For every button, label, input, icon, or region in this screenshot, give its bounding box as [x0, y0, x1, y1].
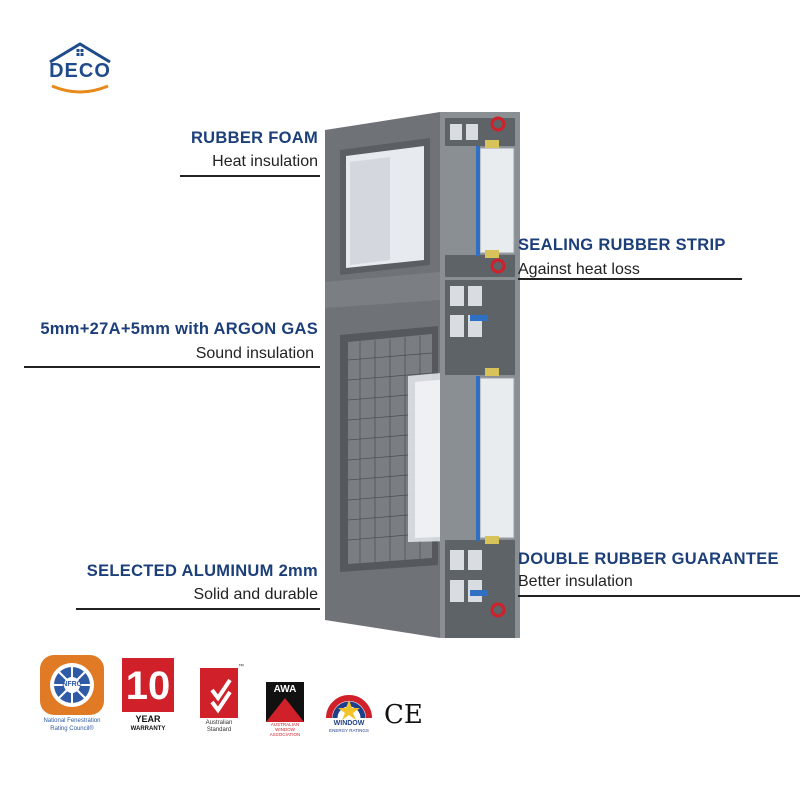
annotation-argon-gas-title: 5mm+27A+5mm with ARGON GAS: [40, 320, 318, 338]
annotation-rubber-foam-title: RUBBER FOAM: [190, 129, 318, 147]
standard-caption: Australian: [205, 720, 233, 726]
house-roof-icon: [49, 42, 111, 94]
annotation-aluminum-title: SELECTED ALUMINUM 2mm: [86, 562, 318, 580]
wers-caption: ENERGY RATINGS: [329, 728, 369, 733]
nfrc-sun-icon: [40, 655, 104, 715]
australian-standard-logo: ™ Certified Product Australian Standard: [195, 664, 244, 738]
awa-caption: AUSTRALIAN: [270, 722, 300, 727]
window-cross-section-illustration: [325, 112, 520, 638]
warranty-number: 10: [125, 664, 171, 708]
ce-mark: CE: [384, 700, 423, 730]
wers-logo: WINDOW ENERGY RATINGS: [326, 686, 372, 738]
annotation-double-rubber-title: DOUBLE RUBBER GUARANTEE: [518, 550, 779, 568]
brand-name: DECO: [49, 60, 111, 82]
annotation-rule: [518, 278, 742, 280]
awa-caption: WINDOW: [275, 727, 295, 732]
standard-tm: ™: [238, 664, 244, 670]
awa-caption: ASSOCIATION: [269, 732, 301, 737]
annotation-rubber-foam-subtitle: Heat insulation: [212, 153, 318, 170]
annotation-double-rubber-subtitle: Better insulation: [518, 573, 633, 590]
annotation-sealing-strip-title: SEALING RUBBER STRIP: [518, 236, 726, 254]
awa-emblem-icon: [266, 682, 304, 722]
annotation-sealing-strip-subtitle: Against heat loss: [518, 261, 640, 278]
annotation-rule: [24, 366, 320, 368]
standard-caption: Standard: [206, 727, 232, 733]
annotation-rule: [518, 595, 800, 597]
warranty-label: WARRANTY: [130, 726, 166, 732]
awa-badge: AWA: [273, 684, 297, 695]
awa-logo: AWA AUSTRALIAN WINDOW ASSOCIATION: [266, 682, 306, 740]
nfrc-caption: Rating Council®: [50, 726, 94, 732]
nfrc-logo: NFRC National Fenestration Rating Counci…: [36, 655, 108, 740]
warranty-red-block: [122, 658, 174, 712]
nfrc-badge-text: NFRC: [62, 681, 82, 688]
annotation-argon-gas-subtitle: Sound insulation: [195, 345, 314, 362]
standard-tick-icon: [200, 668, 238, 718]
wers-star-icon: [326, 695, 372, 720]
deco-logo: DECO: [40, 40, 120, 100]
annotation-rule: [76, 608, 320, 610]
annotation-aluminum-subtitle: Solid and durable: [193, 586, 318, 603]
wers-caption: WINDOW: [333, 720, 365, 727]
nfrc-caption: National Fenestration: [43, 718, 101, 724]
annotation-rule: [180, 175, 320, 177]
warranty-year: YEAR: [135, 714, 161, 724]
warranty-logo: 10 YEAR WARRANTY: [122, 658, 174, 738]
standard-vertical-label: Certified Product: [195, 672, 201, 710]
